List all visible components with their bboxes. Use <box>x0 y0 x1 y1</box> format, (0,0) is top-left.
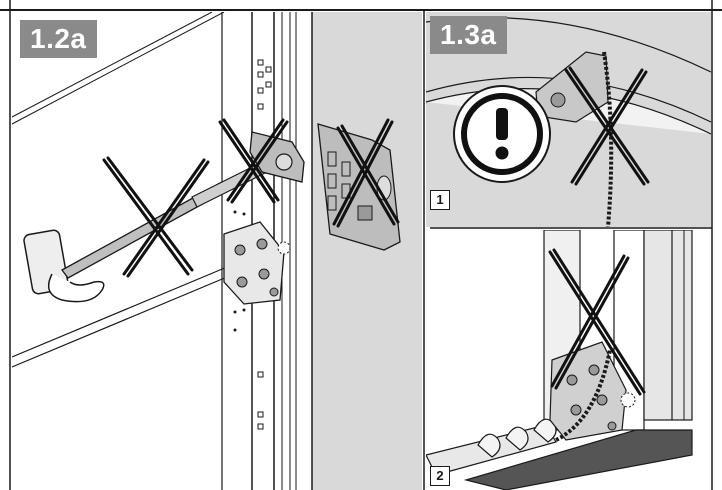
step-label-1-3a: 1.3a <box>430 16 507 54</box>
panel-step-1-3a-detail-2: 2 <box>426 230 711 490</box>
cross-out-icon <box>564 66 650 186</box>
cross-out-icon <box>548 248 646 396</box>
substep-number-2: 2 <box>430 466 450 486</box>
panel-step-1-2a: 1.2a <box>12 12 422 490</box>
cross-out-icon <box>102 118 400 278</box>
substep-number-1: 1 <box>430 190 450 210</box>
step-label-1-2a: 1.2a <box>20 20 97 58</box>
panel-step-1-3a: 1.3a 1 <box>426 12 711 227</box>
